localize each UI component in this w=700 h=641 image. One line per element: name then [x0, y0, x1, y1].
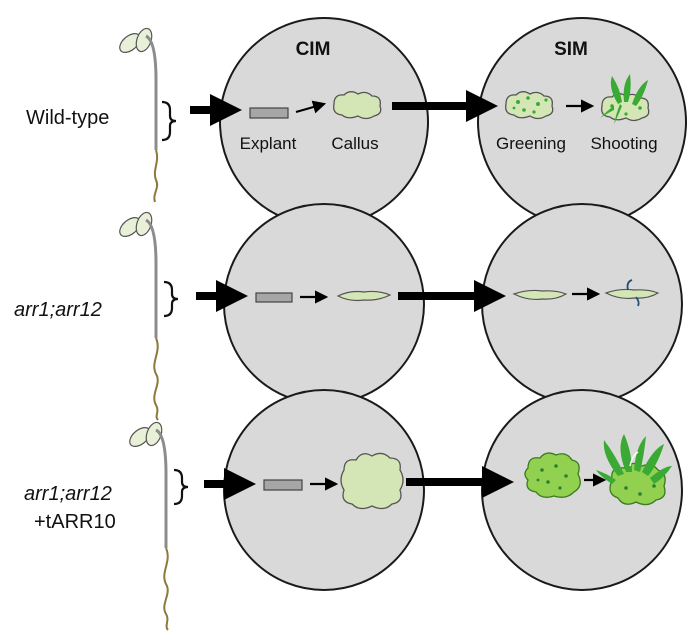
genotype-arr1-arr12-tarr10-line1: arr1;arr12 [24, 483, 112, 505]
label-explant: Explant [240, 134, 297, 153]
explant-arr [255, 292, 293, 303]
bracket-wild-type [161, 100, 177, 142]
genotype-arr1-arr12: arr1;arr12 [14, 299, 102, 321]
cim-dish-arr1-arr12 [223, 203, 425, 405]
explant-wt [249, 107, 289, 119]
seedling-arr1-arr12 [119, 211, 159, 421]
genotype-arr1-arr12-tarr10-line2: +tARR10 [34, 511, 116, 533]
label-greening: Greening [496, 134, 566, 153]
callus-large-tarr [340, 452, 404, 510]
callus-thin-sim-arr [512, 289, 568, 301]
label-callus: Callus [331, 134, 378, 153]
shooting-callus-tarr [596, 434, 672, 506]
cim-header: CIM [296, 39, 331, 60]
callus-thin-rooted-arr [604, 279, 660, 307]
arrow-explant-to-callus-wt [295, 100, 327, 114]
bracket-arr1-arr12 [163, 280, 179, 318]
label-shooting: Shooting [590, 134, 657, 153]
bracket-arr1-arr12-tarr10 [173, 468, 189, 506]
callus-wt [333, 91, 382, 120]
seedling-arr1-arr12-tarr10 [129, 421, 169, 631]
callus-thin-arr [336, 290, 392, 302]
seedling-wild-type [119, 27, 159, 203]
greening-callus-tarr [524, 452, 581, 498]
greening-callus-wt [505, 91, 554, 120]
explant-tarr [263, 479, 303, 491]
sim-dish-arr1-arr12 [481, 203, 683, 405]
genotype-wild-type: Wild-type [26, 107, 109, 129]
shooting-callus-wt [600, 74, 650, 124]
sim-header: SIM [554, 39, 588, 60]
